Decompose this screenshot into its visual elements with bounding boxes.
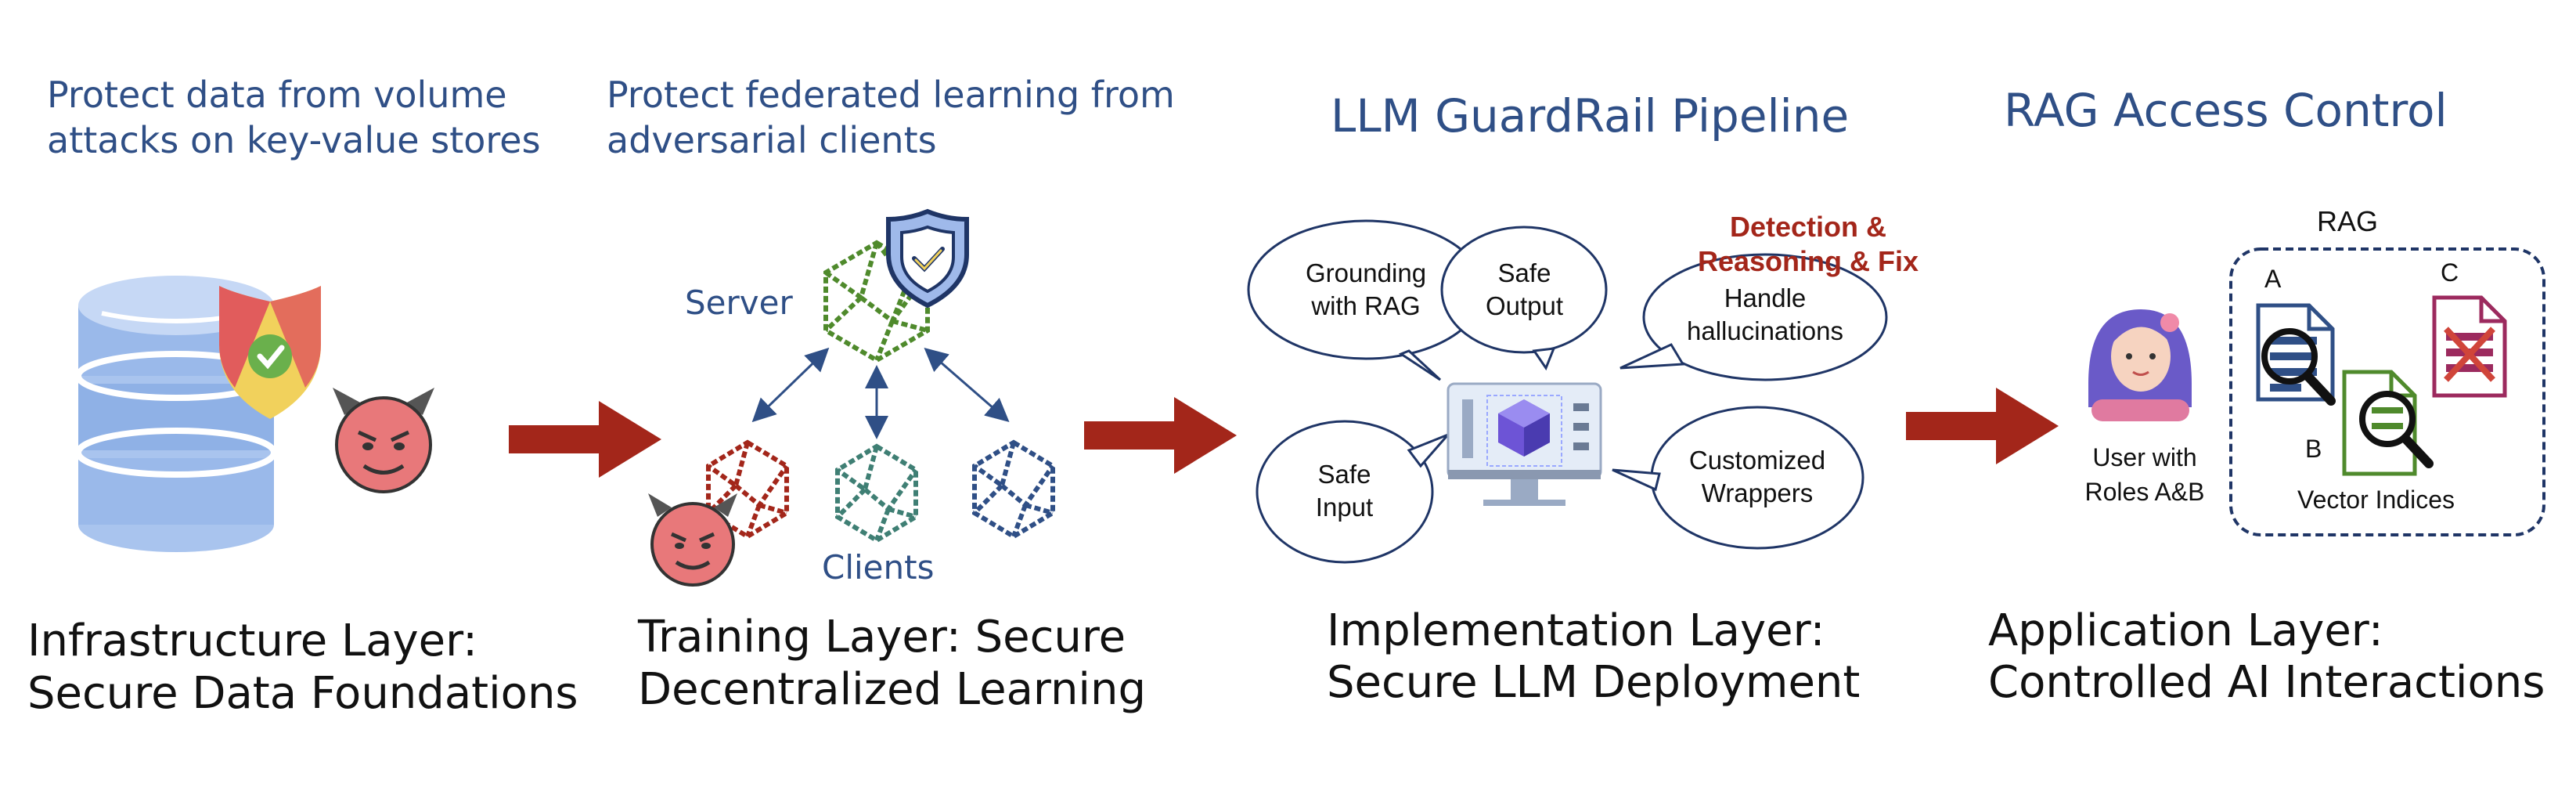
infrastructure-layer-line2: Secure Data Foundations	[27, 668, 578, 719]
connection-arrows	[751, 347, 1010, 439]
vector-indices-box	[2229, 247, 2545, 536]
doc-c-label: C	[2441, 258, 2459, 287]
adversarial-client-devil-icon	[648, 493, 737, 587]
grounding-bubble-text: Grounding with RAG	[1305, 258, 1427, 320]
shield-icon	[219, 286, 321, 419]
hallucinations-bubble-text: Handle hallucinations	[1687, 283, 1843, 345]
client-polyhedron-teal-icon	[835, 443, 918, 543]
bubble-safe-output	[1440, 226, 1608, 371]
detection-label: Detection & Reasoning & Fix	[1697, 211, 1919, 277]
doc-a-label: A	[2264, 265, 2282, 293]
user-roles-label: User with Roles A&B	[2084, 443, 2205, 506]
security-shield-icon	[886, 208, 969, 309]
bubble-grounding	[1247, 219, 1485, 381]
user-avatar-icon	[2088, 309, 2192, 421]
safe-input-bubble-text: Safe Input	[1315, 460, 1374, 522]
client-polyhedron-blue-icon	[972, 439, 1055, 540]
monitor-icon	[1447, 382, 1602, 506]
doc-b-label: B	[2305, 435, 2322, 463]
speech-bubbles	[1247, 219, 1888, 564]
document-c-restricted-icon	[2432, 295, 2507, 398]
magnifier-b-icon	[2359, 391, 2434, 468]
application-layer-line1: Application Layer:	[1988, 605, 2383, 656]
clients-label: Clients	[822, 548, 935, 587]
infrastructure-caption-line2: attacks on key-value stores	[47, 119, 541, 161]
flow-arrow-1	[509, 401, 661, 478]
training-caption-line2: adversarial clients	[607, 119, 937, 161]
safe-output-bubble-text: Safe Output	[1485, 258, 1564, 320]
client-polyhedron-red-icon	[706, 439, 789, 540]
bubble-wrappers	[1612, 406, 1864, 550]
training-caption-line1: Protect federated learning from	[607, 74, 1175, 116]
implementation-layer-line1: Implementation Layer:	[1327, 605, 1825, 656]
training-layer-line2: Decentralized Learning	[638, 664, 1147, 715]
flow-arrow-3	[1906, 388, 2059, 464]
flow-arrow-2	[1084, 397, 1237, 474]
bubble-safe-input	[1256, 420, 1450, 564]
wrappers-bubble-text: Customized Wrappers	[1688, 446, 1826, 507]
infrastructure-caption-line1: Protect data from volume	[47, 74, 507, 116]
implementation-layer-line2: Secure LLM Deployment	[1327, 657, 1861, 708]
rag-access-title: RAG Access Control	[2004, 84, 2448, 137]
training-layer-line1: Training Layer: Secure	[638, 612, 1126, 663]
vector-indices-label: Vector Indices	[2297, 486, 2455, 514]
server-label: Server	[685, 283, 793, 322]
guardrail-title: LLM GuardRail Pipeline	[1331, 89, 1850, 143]
rag-box-label: RAG	[2317, 205, 2379, 237]
devil-icon	[333, 388, 434, 493]
infrastructure-layer-line1: Infrastructure Layer:	[27, 616, 478, 666]
bubble-hallucinations	[1619, 253, 1888, 381]
magnifier-a-icon	[2261, 328, 2336, 406]
application-layer-line2: Controlled AI Interactions	[1988, 657, 2545, 708]
